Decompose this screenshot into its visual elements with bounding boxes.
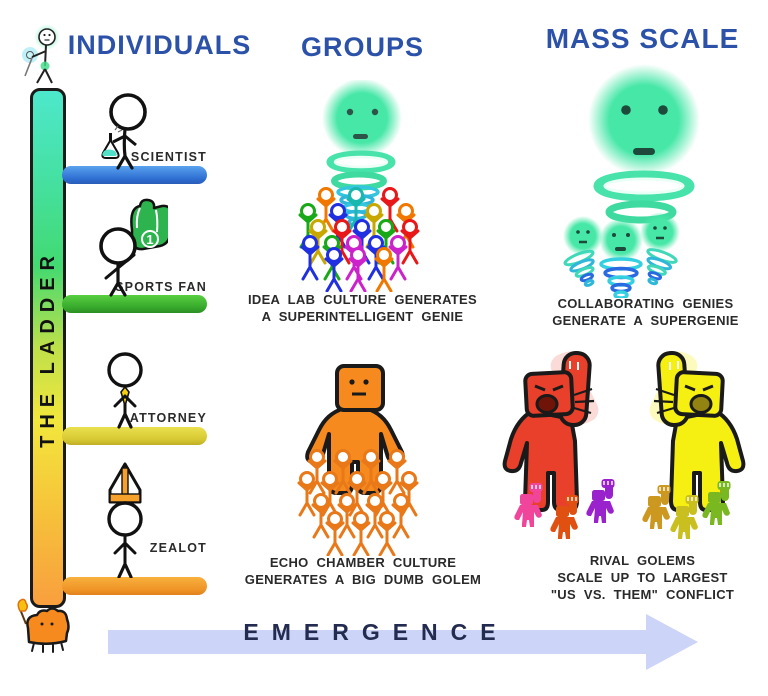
foam-finger-icon: 1 [130,198,168,251]
column-header-groups: GROUPS [300,32,425,62]
genie-head-icon [322,80,402,158]
mini-golem-icon [17,598,70,653]
shout-lines [573,387,595,415]
torch-flame-icon [17,598,29,612]
supergenie-head-icon [588,64,700,176]
ladder-bar: THE LADDER [30,88,66,608]
column-header-individuals: INDIVIDUALS [67,30,252,60]
rival-golems-illustration [502,350,746,540]
caption-rival-golems: RIVAL GOLEMS SCALE UP TO LARGEST "US VS.… [550,553,735,602]
red-golem [502,350,599,512]
caption-echo-chamber: ECHO CHAMBER CULTURE GENERATES A BIG DUM… [244,555,482,587]
mitre-icon [108,462,142,504]
collaborating-genies [563,212,680,262]
genie-over-crowd-illustration [298,80,420,292]
halo-ring-small [605,200,677,224]
rung-label-sports-fan: SPORTS FAN [115,280,207,294]
rung-label-zealot: ZEALOT [149,541,207,555]
scientist-figure [101,93,147,170]
swirl-right-icon [646,248,678,286]
shouting-mouth [535,394,559,414]
shouting-mouth [689,394,713,414]
zealot-figure [107,462,143,578]
foam-finger-number: 1 [146,232,153,247]
emergence-arrow [108,614,698,670]
swirl-center-icon [599,257,643,298]
flask-icon [101,125,123,159]
ladder-rung-sports-fan [62,295,207,313]
attorney-figure [107,352,143,429]
caption-idea-lab: IDEA LAB CULTURE GENERATES A SUPERINTELL… [247,292,477,324]
ladder-rung-attorney [62,427,207,445]
idea-lab-crowd [298,187,420,292]
golem-head [335,364,385,412]
sports-fan-figure: 1 [99,198,168,297]
ladder-title: THE LADDER [36,248,59,448]
genie-halo-rings [326,150,396,191]
ladder-rung-scientist [62,166,207,184]
yellow-golem [649,350,746,512]
mini-genie-icon [22,24,60,84]
shout-lines [653,387,675,415]
swirl-left-icon [563,249,595,287]
column-header-mass-scale: MASS SCALE [545,23,740,54]
emergence-label: EMERGENCE [243,619,509,645]
caption-collaborating-genies: COLLABORATING GENIES GENERATE A SUPERGEN… [552,296,739,328]
orange-golem-illustration [297,364,419,556]
ladder-rung-zealot [62,577,207,595]
halo-ring-large [593,170,695,202]
supergenie-illustration [563,64,700,298]
rung-label-attorney: ATTORNEY [129,411,207,425]
rung-label-scientist: SCIENTIST [130,150,207,164]
